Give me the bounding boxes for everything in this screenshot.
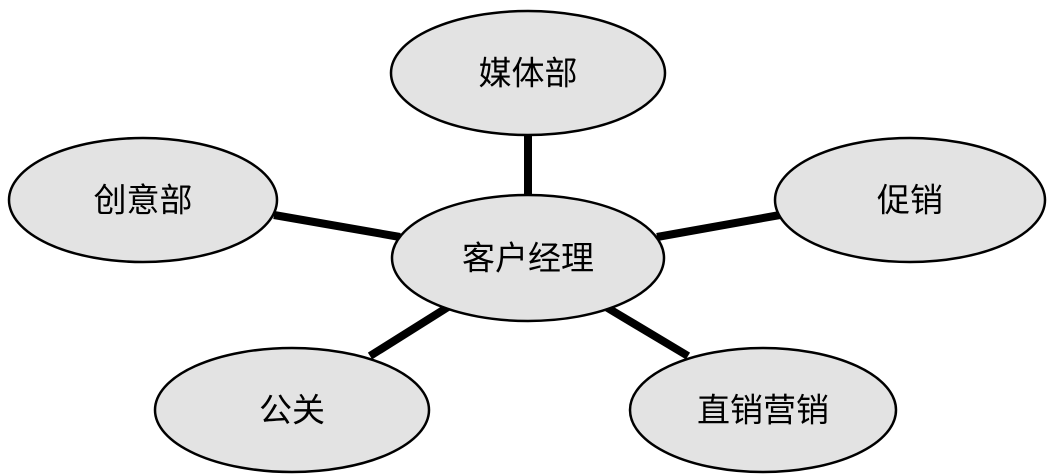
spoke-promotion [656, 211, 781, 241]
node-direct-ellipse [628, 346, 898, 474]
node-promotion-ellipse [773, 136, 1047, 264]
node-center-label: 客户经理 [462, 239, 594, 278]
node-center-ellipse [390, 193, 666, 323]
node-pr-ellipse [153, 346, 431, 474]
node-promotion-label: 促销 [877, 181, 943, 220]
node-creative-ellipse [7, 136, 279, 264]
node-direct: 直销营销 [628, 346, 898, 474]
node-direct-label: 直销营销 [697, 391, 829, 430]
node-pr-label: 公关 [259, 391, 325, 430]
node-creative-label: 创意部 [94, 181, 193, 220]
node-media-ellipse [389, 9, 667, 137]
node-pr: 公关 [153, 346, 431, 474]
node-media-label: 媒体部 [479, 54, 578, 93]
connector-lines [273, 134, 781, 360]
spoke-pr [367, 303, 451, 360]
spoke-creative [273, 211, 401, 241]
spoke-direct [603, 303, 691, 360]
node-center: 客户经理 [390, 193, 666, 323]
node-promotion: 促销 [773, 136, 1047, 264]
node-media: 媒体部 [389, 9, 667, 137]
node-creative: 创意部 [7, 136, 279, 264]
